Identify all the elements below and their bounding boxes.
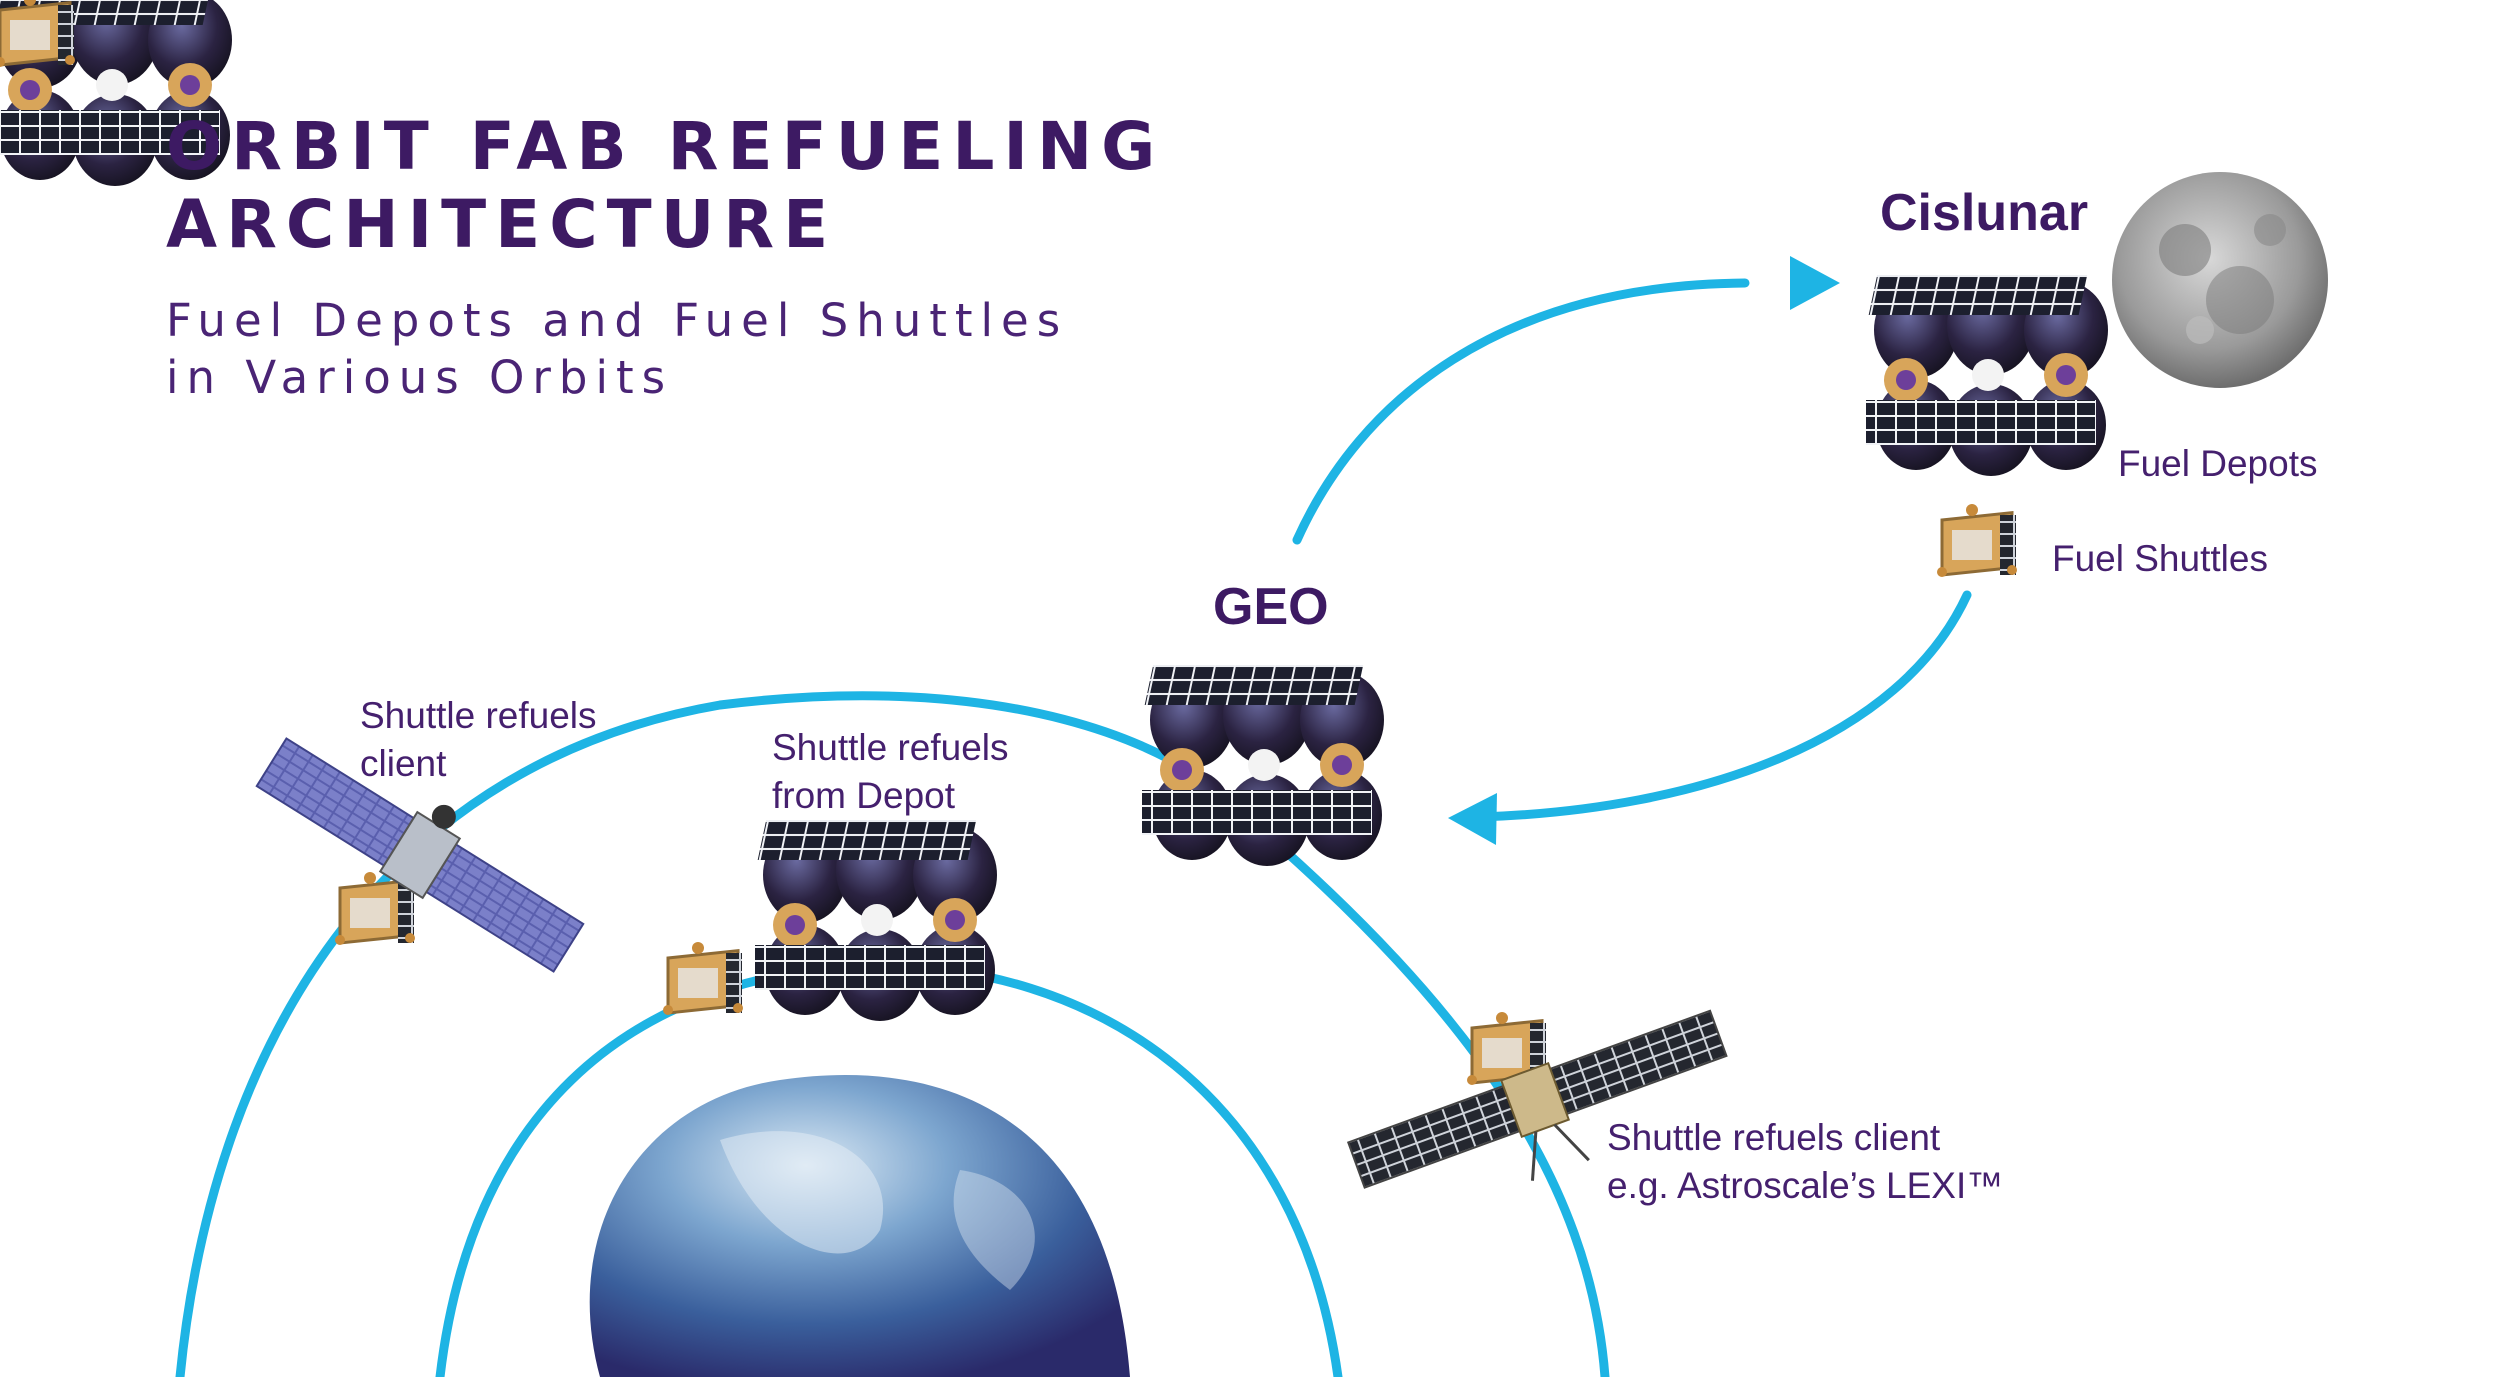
shuttle-refuels-client-label: Shuttle refuels client [360, 692, 597, 788]
lexi-line-1: Shuttle refuels client [1607, 1117, 1941, 1158]
title-line-1: ORBIT FAB REFUELING [166, 108, 1165, 185]
client-satellite-icon [255, 737, 585, 973]
arrowhead-icon [1448, 256, 1840, 845]
moon-icon [2112, 172, 2328, 388]
shuttle-from-depot-line-2: from Depot [772, 775, 956, 816]
title-line-2: ARCHITECTURE [166, 186, 838, 263]
lexi-line-2: e.g. Astroscale’s LEXI™ [1607, 1165, 2004, 1206]
fuel-shuttles-label: Fuel Shuttles [2052, 538, 2268, 579]
earth-icon [589, 1075, 1130, 1377]
fuel-shuttle-icon [661, 940, 745, 1017]
subtitle-line-1: Fuel Depots and Fuel Shuttles [166, 294, 1069, 347]
cislunar-label: Cislunar [1880, 184, 2089, 242]
shuttle-refuels-client-line-1: Shuttle refuels [360, 695, 597, 736]
shuttle-refuels-client-line-2: client [360, 743, 447, 784]
lexi-satellite-icon [1346, 1009, 1728, 1189]
page-title: ORBIT FAB REFUELING ARCHITECTURE [166, 108, 1164, 264]
outer-orbit [175, 691, 1610, 1377]
subtitle-line-2: in Various Orbits [166, 351, 674, 404]
shuttle-from-depot-line-1: Shuttle refuels [772, 727, 1009, 768]
page-subtitle: Fuel Depots and Fuel Shuttles in Various… [166, 292, 1068, 406]
fuel-depots-label: Fuel Depots [2118, 443, 2318, 484]
lexi-label: Shuttle refuels client e.g. Astroscale’s… [1607, 1114, 2003, 1210]
fuel-depot-icon [1866, 275, 2108, 476]
shuttle-refuels-from-depot-label: Shuttle refuels from Depot [772, 724, 1009, 820]
fuel-shuttle-icon [1935, 502, 2019, 579]
fuel-depot-icon [1142, 665, 1384, 866]
fuel-depot-icon [755, 820, 997, 1021]
geo-to-cislunar-path [1292, 278, 1750, 545]
geo-label: GEO [1213, 578, 1329, 636]
cislunar-to-geo-path [1475, 590, 1972, 822]
